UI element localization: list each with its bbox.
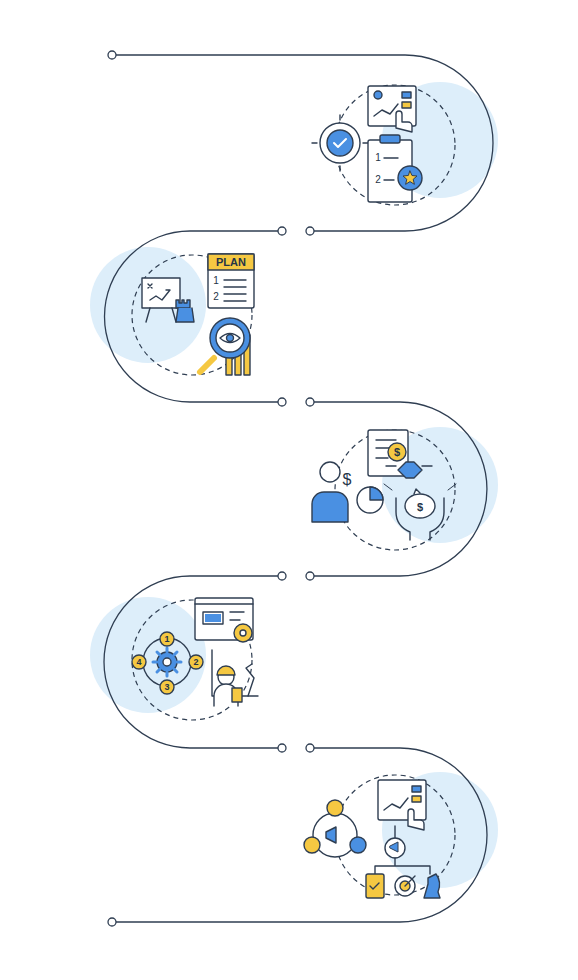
clip-number: 1	[375, 153, 381, 163]
plan-number: 1	[213, 276, 219, 286]
step-number: 2	[193, 658, 198, 667]
plan-heading: PLAN	[216, 257, 246, 268]
step-number: 4	[136, 658, 141, 667]
clip-number: 2	[375, 175, 381, 185]
step-number: 1	[164, 635, 169, 644]
plan-number: 2	[213, 292, 219, 302]
dollar-sign: $	[343, 472, 352, 488]
dollar-sign: $	[394, 447, 400, 458]
dollar-sign: $	[417, 502, 423, 513]
step-number: 3	[164, 683, 169, 692]
